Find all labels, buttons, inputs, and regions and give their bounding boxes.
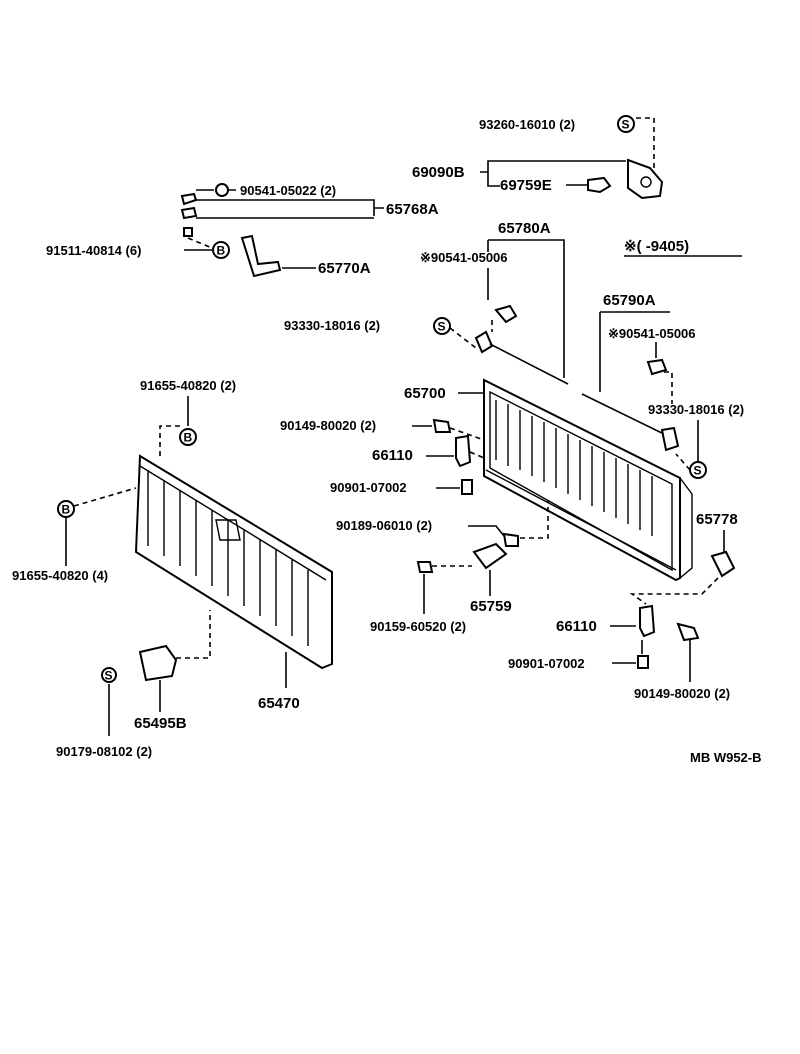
small-bolt-part	[180, 192, 198, 237]
clip-part-b	[646, 358, 668, 376]
bumper-part-65778	[710, 550, 736, 578]
label-90901-07002-a: 90901-07002	[330, 480, 407, 495]
b-symbol-91511: B	[212, 241, 230, 259]
label-90149-80020-a: 90149-80020 (2)	[280, 418, 376, 433]
s-symbol-93260: S	[617, 115, 635, 133]
leader-91655-a-dash	[159, 425, 180, 460]
label-66110-a: 66110	[372, 447, 413, 464]
label-91655-40820-a: 91655-40820 (2)	[140, 378, 236, 393]
label-90541-05022: 90541-05022 (2)	[240, 183, 336, 198]
leader-66110-a-dash	[469, 451, 485, 459]
leader-90189-dash	[520, 500, 549, 539]
label-93330-18016-b: 93330-18016 (2)	[648, 402, 744, 417]
leader-93330-b-dash	[675, 453, 691, 471]
bolt-part-b	[676, 622, 700, 642]
clip-part-a	[494, 304, 518, 324]
b-symbol-text: B	[217, 244, 226, 258]
label-69090B: 69090B	[412, 164, 465, 181]
label-90159-60520: 90159-60520 (2)	[370, 619, 466, 634]
striker-part-b	[639, 604, 656, 638]
b-symbol-91655-b: B	[57, 500, 75, 518]
label-66110-b: 66110	[556, 618, 597, 635]
bracket-65768A	[196, 199, 384, 219]
bracket-65790A	[599, 311, 670, 392]
s-symbol-text: S	[694, 464, 702, 478]
s-symbol-text: S	[105, 669, 113, 683]
cable-65780A	[489, 343, 569, 385]
b-symbol-text: B	[184, 431, 193, 445]
s-symbol-93330-b: S	[689, 461, 707, 479]
label-91511-40814: 91511-40814 (6)	[46, 243, 141, 258]
cable-65790A	[581, 393, 669, 437]
label-93330-18016-a: 93330-18016 (2)	[284, 318, 380, 333]
s-symbol-90179: S	[101, 667, 117, 683]
label-65778: 65778	[696, 511, 738, 528]
label-65770A: 65770A	[318, 260, 371, 277]
label-90179-08102: 90179-08102 (2)	[56, 744, 152, 759]
screw-part-90159	[416, 561, 434, 573]
handle-bezel-part	[472, 542, 508, 570]
label-90541-05006-b: ※90541-05006	[608, 326, 696, 341]
s-symbol-text: S	[622, 118, 630, 132]
label-65759: 65759	[470, 598, 512, 615]
hinge-part-65495B	[138, 644, 178, 682]
clip-part-90189	[502, 532, 519, 547]
label-90149-80020-b: 90149-80020 (2)	[634, 686, 730, 701]
striker-part-a	[455, 434, 472, 468]
label-65768A: 65768A	[386, 201, 439, 218]
nut-part-a	[461, 479, 473, 495]
tailgate-inner-panel	[483, 378, 693, 582]
hinge-bracket-part	[587, 158, 664, 200]
label-65470: 65470	[258, 695, 300, 712]
label-90901-07002-b: 90901-07002	[508, 656, 585, 671]
washer-icon	[215, 183, 229, 197]
diagram-code: MB W952-B	[690, 750, 762, 765]
label-90541-05006-a: ※90541-05006	[420, 250, 508, 265]
leader-91655-b-dash	[73, 487, 137, 507]
label-93260-16010: 93260-16010 (2)	[479, 117, 575, 132]
b-symbol-text: B	[62, 503, 71, 517]
b-symbol-91655-a: B	[179, 428, 197, 446]
leader-90189	[468, 525, 505, 537]
tailgate-outer-panel	[134, 454, 333, 670]
leader-65778-dash	[629, 577, 719, 605]
cable-end-part-b	[660, 426, 680, 452]
cable-end-part	[474, 330, 494, 354]
leader-65495B-dash	[176, 610, 211, 659]
bracket-65780A	[488, 239, 565, 378]
s-symbol-93330-a: S	[433, 317, 451, 335]
label-65790A: 65790A	[603, 292, 656, 309]
bracket-69090B	[480, 160, 626, 187]
link-rod-part	[240, 234, 282, 278]
leader-dashed-91511	[187, 237, 213, 249]
leader-93260	[636, 117, 655, 178]
bolt-part-a	[432, 418, 452, 433]
leader-clip-b	[664, 371, 673, 404]
label-65495B: 65495B	[134, 715, 187, 732]
nut-part-b	[637, 655, 649, 669]
label-69759E: 69759E	[500, 177, 552, 194]
label-65780A: 65780A	[498, 220, 551, 237]
note-label: ※( -9405)	[624, 238, 689, 255]
label-91655-40820-b: 91655-40820 (4)	[12, 568, 108, 583]
leader-90149-a-dash	[449, 427, 485, 441]
label-65700: 65700	[404, 385, 446, 402]
leader-93330-a	[449, 327, 477, 349]
label-90189-06010: 90189-06010 (2)	[336, 518, 432, 533]
s-symbol-text: S	[438, 320, 446, 334]
